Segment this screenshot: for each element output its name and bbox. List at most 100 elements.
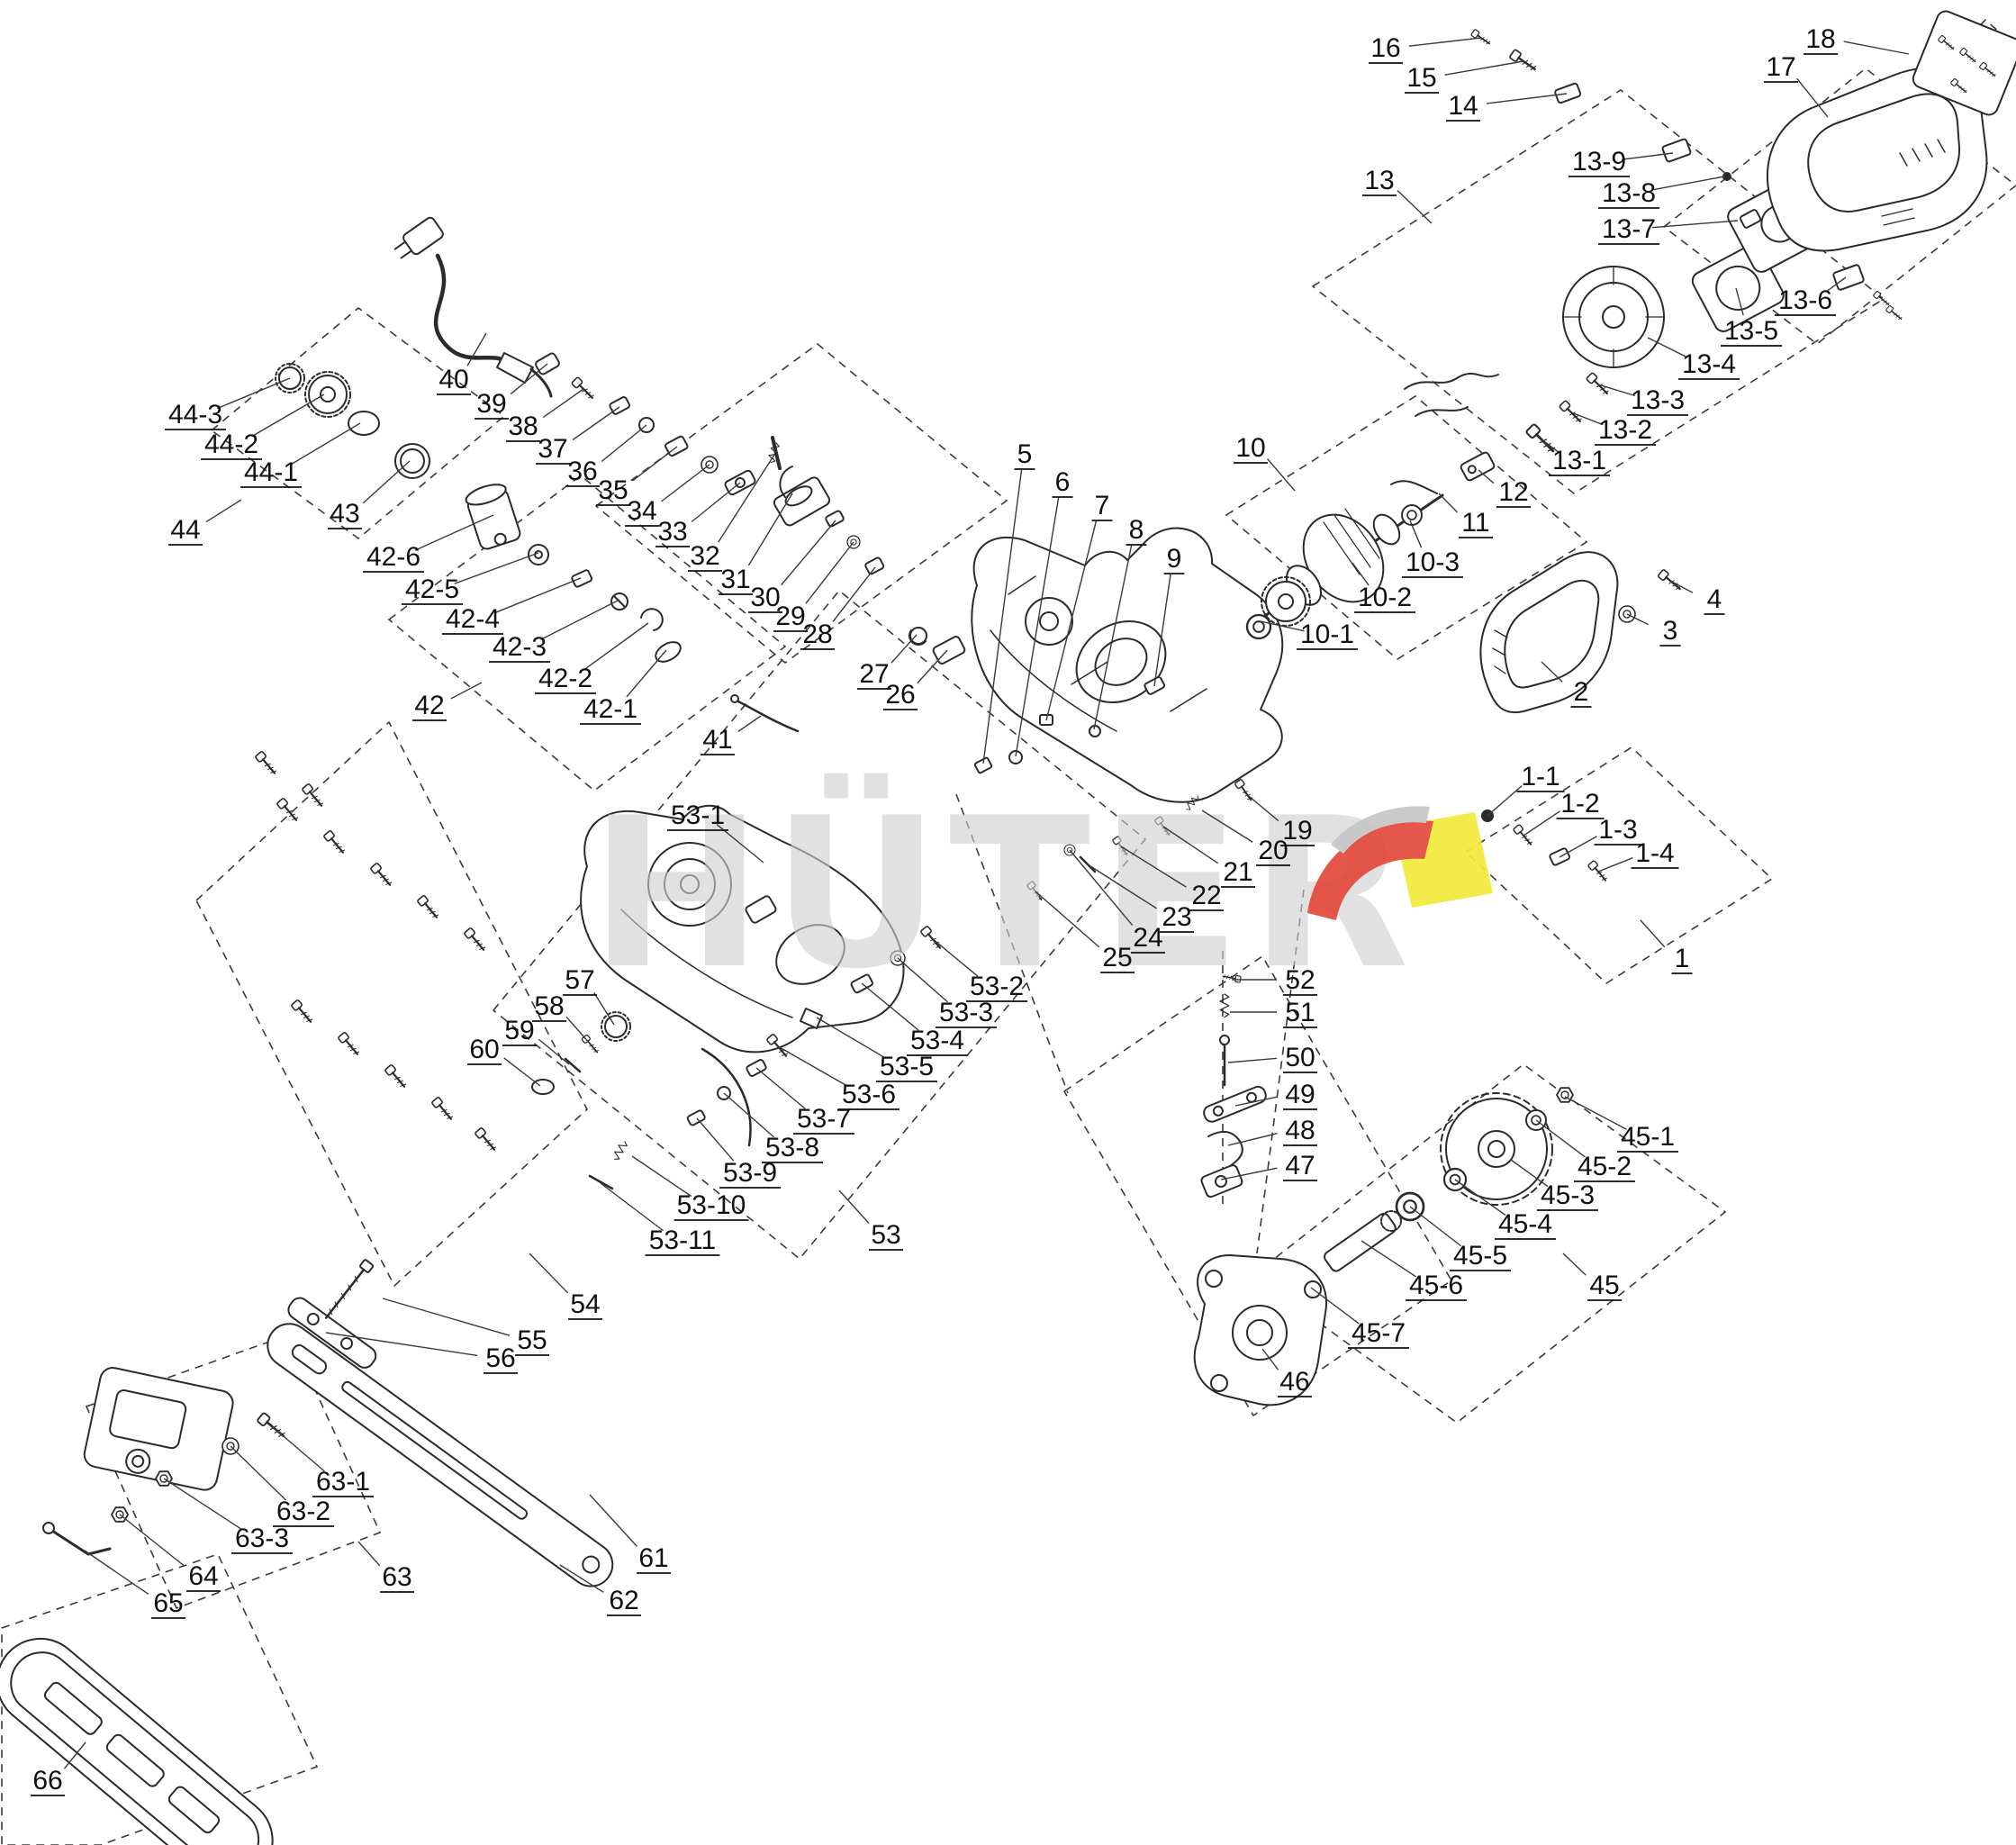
part-label-57: 57 xyxy=(565,965,594,995)
part-label-1-2: 1-2 xyxy=(1560,789,1599,818)
leader-line-45 xyxy=(1562,1253,1587,1276)
chain-cover-art xyxy=(0,1637,274,1845)
part-label-10: 10 xyxy=(1235,433,1265,463)
leader-line-35 xyxy=(632,446,678,482)
part-label-58: 58 xyxy=(534,991,564,1021)
screw-field-art xyxy=(254,749,499,1154)
leader-line-11 xyxy=(1438,493,1459,513)
labels-layer: 161514181713-913-813-71313-613-513-413-3… xyxy=(31,24,1910,1796)
part-label-1-1: 1-1 xyxy=(1521,762,1559,791)
part-label-25: 25 xyxy=(1102,943,1132,972)
part-label-44-3: 44-3 xyxy=(168,400,222,430)
part-label-60: 60 xyxy=(469,1035,499,1064)
leader-line-27 xyxy=(890,634,918,664)
leader-line-14 xyxy=(1486,93,1568,104)
part-label-53-1: 53-1 xyxy=(671,800,725,830)
leader-line-3 xyxy=(1626,613,1649,626)
part-label-4: 4 xyxy=(1707,584,1722,614)
dashed-box-44 xyxy=(210,306,506,540)
leader-line-59 xyxy=(538,1038,570,1065)
part-label-26: 26 xyxy=(885,680,915,710)
tension-screw-art xyxy=(324,1259,375,1319)
leader-line-8 xyxy=(1093,545,1133,730)
part-label-53-3: 53-3 xyxy=(939,998,993,1027)
part-label-18: 18 xyxy=(1805,24,1835,54)
leader-line-58 xyxy=(565,1016,592,1045)
leader-line-17 xyxy=(1796,77,1829,118)
leader-line-42-3 xyxy=(540,599,620,640)
dashed-box-54 xyxy=(195,720,588,1288)
leader-line-42 xyxy=(450,682,483,700)
leader-line-1-2 xyxy=(1523,810,1560,837)
part-label-5: 5 xyxy=(1017,439,1033,469)
part-label-44: 44 xyxy=(170,515,200,545)
power-cord-art xyxy=(393,216,553,398)
dashed-box-53 xyxy=(492,589,1147,1261)
part-label-1-4: 1-4 xyxy=(1635,838,1674,868)
leader-line-15 xyxy=(1444,60,1524,76)
bar-plate-art xyxy=(287,1297,377,1369)
leader-line-45-3 xyxy=(1510,1159,1549,1188)
leader-line-45-6 xyxy=(1361,1240,1416,1278)
leader-line-50 xyxy=(1227,1057,1278,1063)
leader-line-53-8 xyxy=(723,1092,775,1138)
part-label-19: 19 xyxy=(1282,816,1312,846)
watermark-text: HÜTER xyxy=(590,773,1418,1015)
leader-line-53-9 xyxy=(696,1117,735,1162)
leader-line-10-1 xyxy=(1260,620,1305,632)
leader-line-25 xyxy=(1035,891,1100,948)
leader-line-55 xyxy=(382,1298,511,1336)
axis-line xyxy=(955,793,1069,1094)
part-label-32: 32 xyxy=(690,541,719,571)
part-label-36: 36 xyxy=(567,457,597,486)
part-label-37: 37 xyxy=(538,434,567,464)
leader-line-4 xyxy=(1669,580,1694,593)
leader-line-49 xyxy=(1234,1096,1278,1107)
part-label-63: 63 xyxy=(382,1562,411,1592)
dashed-box-switch xyxy=(594,342,1008,665)
leader-line-1-1 xyxy=(1487,785,1523,817)
leader-line-29 xyxy=(805,541,854,604)
leader-line-44-3 xyxy=(217,377,291,410)
part-label-42-5: 42-5 xyxy=(405,574,459,604)
leader-line-57 xyxy=(593,991,615,1026)
part-label-49: 49 xyxy=(1285,1080,1315,1109)
part-label-8: 8 xyxy=(1129,515,1144,545)
gear-assembly-art xyxy=(1299,1087,1574,1299)
leader-line-2 xyxy=(1541,661,1563,683)
part-label-56: 56 xyxy=(485,1343,515,1373)
part-label-13-7: 13-7 xyxy=(1602,214,1656,244)
part-label-10-2: 10-2 xyxy=(1358,583,1412,612)
part-label-12: 12 xyxy=(1498,477,1528,507)
part-label-33: 33 xyxy=(657,517,687,547)
leader-line-38 xyxy=(542,388,584,419)
part-label-45-7: 45-7 xyxy=(1352,1318,1406,1348)
part-label-53-10: 53-10 xyxy=(677,1190,746,1220)
part-label-64: 64 xyxy=(188,1561,218,1591)
leader-line-63 xyxy=(357,1541,381,1567)
part-label-40: 40 xyxy=(438,365,468,394)
wrench-art xyxy=(50,1529,112,1556)
part-label-39: 39 xyxy=(476,389,506,419)
leader-line-42-2 xyxy=(584,622,649,670)
parts-art xyxy=(0,10,2016,1845)
oil-cap-group-art xyxy=(275,363,430,479)
side-plate-art xyxy=(83,1367,234,1491)
part-label-53-2: 53-2 xyxy=(970,972,1024,1001)
part-label-13-6: 13-6 xyxy=(1778,285,1832,315)
part-label-22: 22 xyxy=(1191,881,1221,910)
part-label-28: 28 xyxy=(802,620,832,649)
leader-line-37 xyxy=(572,406,620,441)
leader-line-45-2 xyxy=(1535,1119,1586,1158)
part-label-53-5: 53-5 xyxy=(880,1052,934,1081)
leader-line-64 xyxy=(119,1514,185,1567)
part-label-15: 15 xyxy=(1406,63,1436,93)
leader-line-53-2 xyxy=(931,937,979,977)
part-label-55: 55 xyxy=(517,1325,547,1355)
part-label-13-9: 13-9 xyxy=(1572,147,1626,176)
part-label-53-4: 53-4 xyxy=(910,1026,964,1055)
part-label-20: 20 xyxy=(1258,836,1288,865)
part-label-11: 11 xyxy=(1461,508,1489,538)
part-label-24: 24 xyxy=(1133,923,1162,953)
